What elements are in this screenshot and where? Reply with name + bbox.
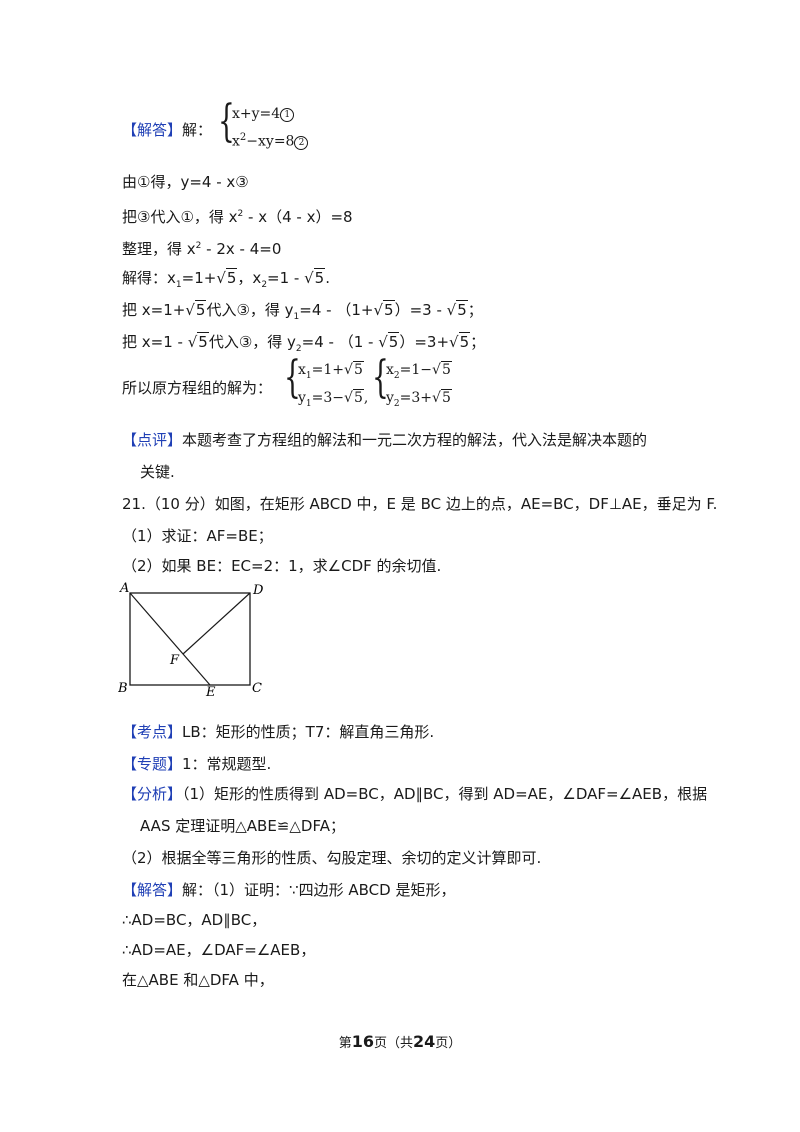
- question-21: 21.（10 分）如图，在矩形 ABCD 中，E 是 BC 边上的点，AE=BC…: [122, 495, 718, 513]
- analysis-line-3: （2）根据全等三角形的性质、勾股定理、余切的定义计算即可.: [122, 849, 542, 867]
- analysis-line-2: AAS 定理证明△ABE≌△DFA；: [140, 817, 345, 835]
- topic-line: 【专题】1：常规题型.: [122, 755, 272, 773]
- rectangle-figure: A D B C E F: [118, 582, 264, 698]
- step-2: 把③代入①，得 x2 - x（4 - x）=8: [122, 208, 353, 226]
- label-c: C: [252, 681, 262, 696]
- label-e: E: [205, 685, 216, 698]
- knowledge-line: 【考点】LB：矩形的性质；T7：解直角三角形.: [122, 723, 435, 741]
- analysis-line-1: 【分析】（1）矩形的性质得到 AD=BC，AD∥BC，得到 AD=AE，∠DAF…: [122, 785, 708, 803]
- step-6: 把 x=1 - √5代入③，得 y2=4 - （1 - √5）=3+√5；: [122, 332, 486, 354]
- label-a: A: [119, 582, 129, 596]
- topic-tag: 【专题】: [122, 755, 183, 773]
- circled-1: 1: [280, 108, 295, 122]
- comment-tag: 【点评】: [122, 431, 183, 449]
- step-1: 由①得，y=4 - x③: [122, 173, 249, 191]
- step-7: 所以原方程组的解为：: [122, 379, 273, 397]
- question-21-part-1: （1）求证：AF=BE；: [122, 527, 273, 545]
- segment-df: [182, 592, 251, 655]
- step-3: 整理，得 x2 - 2x - 4=0: [122, 240, 282, 258]
- circled-2: 2: [294, 135, 309, 150]
- solution-system-1: { x1=1+√5 y1=3−√5,: [284, 354, 374, 412]
- solution-1-x: x1=1+√5: [298, 361, 364, 381]
- answer-tag-2: 【解答】: [122, 881, 183, 899]
- solution-2-x: x2=1−√5: [386, 361, 452, 381]
- left-brace: {: [372, 352, 389, 403]
- label-f: F: [169, 653, 180, 668]
- step-4: 解得：x1=1+√5，x2=1 - √5.: [122, 268, 330, 290]
- answer2-line: 【解答】解：（1）证明：∵四边形 ABCD 是矩形，: [122, 881, 456, 899]
- solution-2-y: y2=3+√5: [386, 389, 452, 409]
- segment-ae: [129, 592, 211, 686]
- answer-tag: 【解答】: [122, 121, 183, 139]
- proof-line-2: ∴AD=AE，∠DAF=∠AEB，: [122, 941, 316, 959]
- label-d: D: [252, 583, 264, 598]
- proof-line-1: ∴AD=BC，AD∥BC，: [122, 911, 267, 929]
- step-5: 把 x=1+√5代入③，得 y1=4 - （1+√5）=3 - √5；: [122, 300, 483, 322]
- question-21-part-2: （2）如果 BE：EC=2：1，求∠CDF 的余切值.: [122, 557, 442, 575]
- answer-heading: 【解答】解：: [122, 120, 212, 140]
- analysis-tag: 【分析】: [122, 785, 183, 803]
- comment-line-1: 【点评】本题考查了方程组的解法和一元二次方程的解法，代入法是解决本题的: [122, 431, 648, 449]
- page-footer: 第16页（共24页）: [338, 1032, 462, 1051]
- left-brace: {: [218, 96, 235, 147]
- solution-system-2: { x2=1−√5 y2=3+√5: [372, 354, 462, 412]
- answer-prefix: 解：: [182, 121, 213, 139]
- knowledge-tag: 【考点】: [122, 723, 183, 741]
- left-brace: {: [284, 352, 301, 403]
- solution-1-y: y1=3−√5,: [298, 389, 369, 409]
- page-number: 16: [351, 1032, 374, 1051]
- label-b: B: [118, 681, 128, 696]
- rectangle-abcd: [129, 592, 251, 686]
- comment-line-2: 关键.: [140, 463, 175, 481]
- page-total: 24: [413, 1032, 436, 1051]
- proof-line-3: 在△ABE 和△DFA 中，: [122, 971, 274, 989]
